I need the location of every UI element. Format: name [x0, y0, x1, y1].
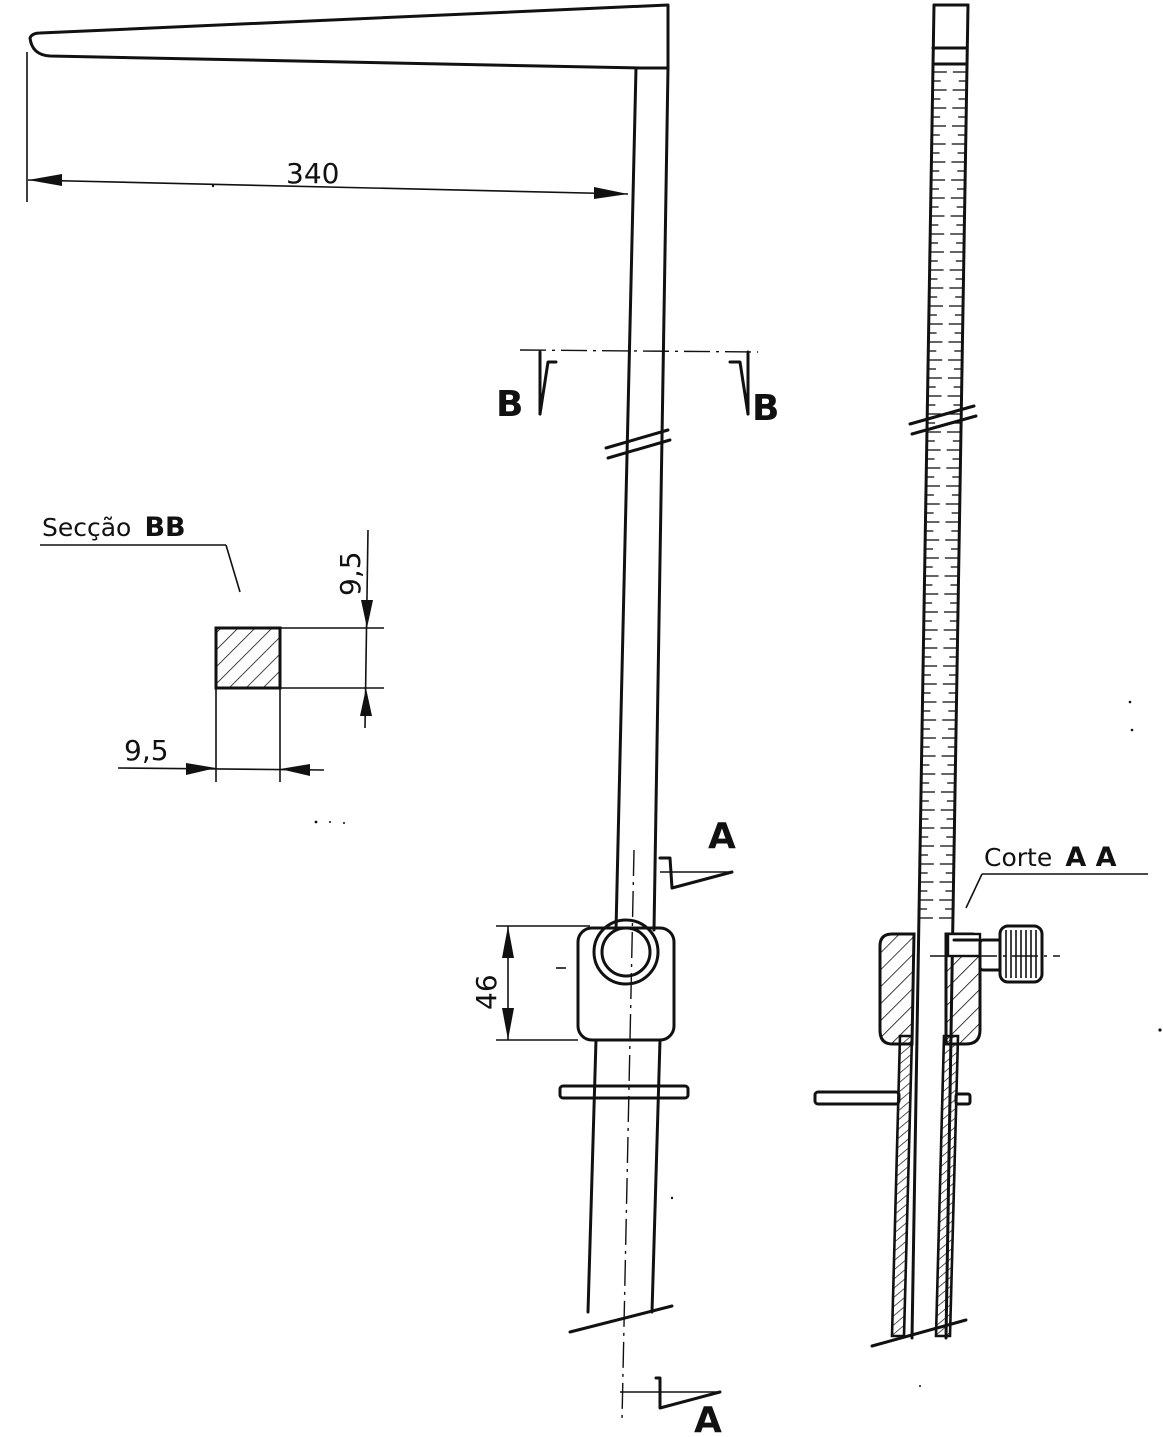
- dim-section-height: 9,5: [334, 551, 367, 596]
- dim-46-label: 46: [470, 974, 503, 1010]
- scale-ticks: [918, 71, 967, 919]
- side-view-cut-aa: Corte A A: [813, 3, 1162, 1387]
- thumb-screw-knurl: [1005, 930, 1037, 978]
- arm: [28, 3, 670, 70]
- section-bb-letters: BB: [144, 512, 185, 543]
- section-bb-markers: B B: [496, 349, 779, 429]
- svg-text:Secção BB: Secção BB: [42, 512, 186, 543]
- front-view: [28, 3, 690, 1421]
- svg-text:Corte A A: Corte A A: [984, 842, 1117, 873]
- marker-a-top: A: [708, 816, 736, 857]
- marker-b-right: B: [752, 388, 779, 429]
- section-bb-prefix: Secção: [42, 513, 131, 542]
- collar-pin: [558, 1084, 690, 1100]
- cut-slider-body: [878, 932, 916, 1046]
- marker-a-bottom: A: [694, 1400, 722, 1437]
- dimension-340: 340: [26, 52, 629, 202]
- cut-tube-left-wall: [890, 1034, 914, 1338]
- dimension-46: 46: [470, 925, 590, 1041]
- slider-bore-outer: [592, 918, 660, 986]
- dim-340-label: 340: [286, 157, 339, 190]
- cut-pin: [813, 1090, 901, 1106]
- marker-b-left: B: [496, 384, 523, 425]
- slider-bore-inner: [600, 926, 652, 978]
- section-aa-markers: A A: [620, 816, 736, 1437]
- cut-tube-right-wall: [934, 1034, 960, 1338]
- section-bb-square: [214, 626, 282, 690]
- dim-section-width: 9,5: [124, 734, 169, 767]
- cut-aa-prefix: Corte: [984, 843, 1052, 872]
- cut-aa-letters: A A: [1065, 842, 1116, 873]
- section-bb-detail: Secção BB 9,5 9,5: [40, 512, 384, 824]
